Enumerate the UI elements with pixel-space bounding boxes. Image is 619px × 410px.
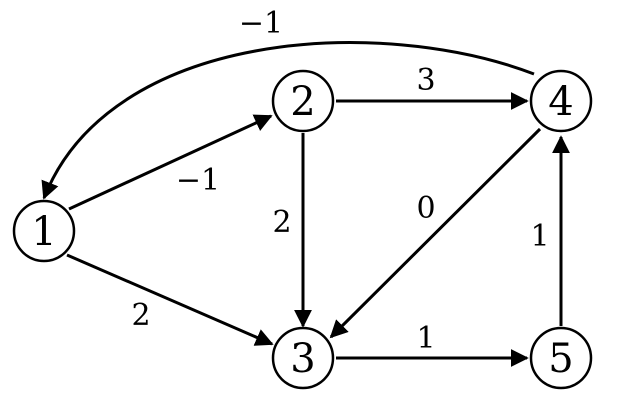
node-1-label: 1 bbox=[31, 209, 56, 255]
edge-1-3 bbox=[66, 253, 274, 346]
node-3-label: 3 bbox=[290, 336, 315, 382]
edge-label-2-3: 2 bbox=[272, 205, 291, 240]
node-4-label: 4 bbox=[548, 79, 573, 125]
node-1: 1 bbox=[12, 199, 76, 263]
edge-4-1 bbox=[41, 41, 535, 200]
node-5-label: 5 bbox=[548, 336, 573, 382]
node-2-label: 2 bbox=[290, 79, 315, 125]
edge-label-2-4: 3 bbox=[416, 63, 435, 98]
node-3: 3 bbox=[271, 326, 335, 390]
node-5: 5 bbox=[529, 326, 593, 390]
edge-label-3-5: 1 bbox=[416, 321, 435, 356]
edge-label-1-3: 2 bbox=[131, 298, 150, 333]
node-4: 4 bbox=[529, 69, 593, 133]
edge-label-4-3: 0 bbox=[416, 191, 435, 226]
node-2: 2 bbox=[271, 69, 335, 133]
edge-label-4-1: −1 bbox=[239, 6, 283, 41]
edge-1-2 bbox=[68, 114, 273, 211]
edge-label-1-2: −1 bbox=[176, 163, 220, 198]
edge-4-3 bbox=[329, 127, 542, 339]
edge-label-5-4: 1 bbox=[530, 219, 549, 254]
